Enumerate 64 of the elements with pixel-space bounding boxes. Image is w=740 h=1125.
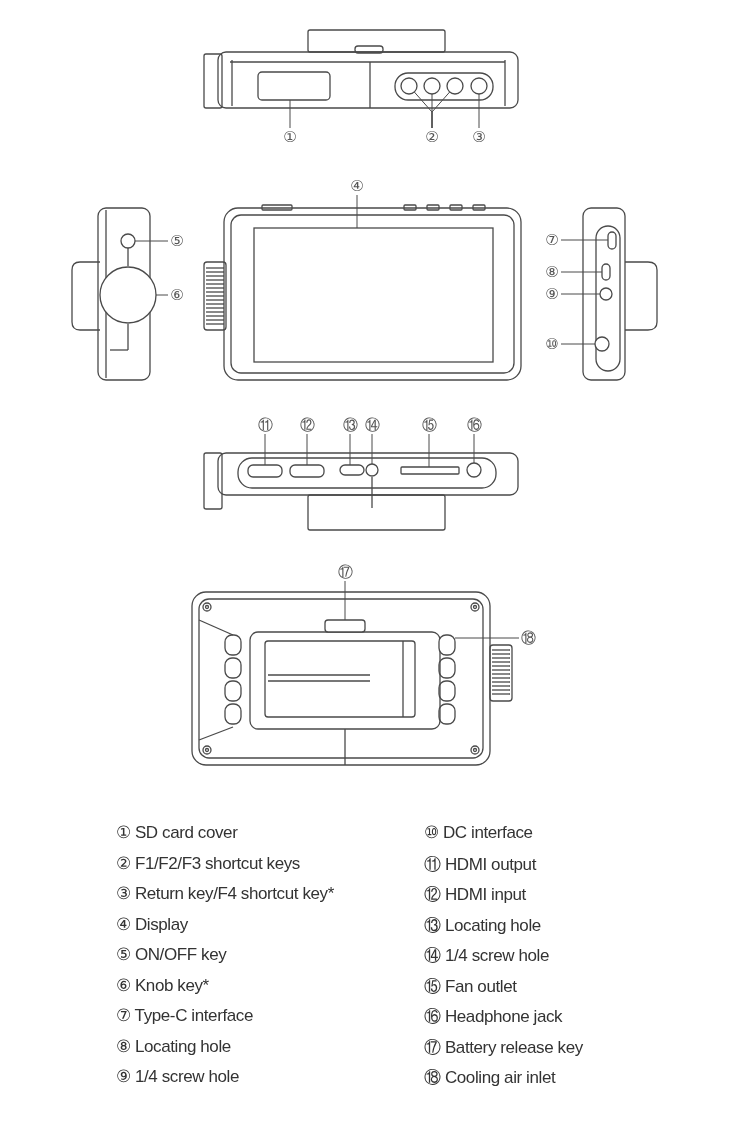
legend-item: ⑮ Fan outlet (424, 975, 517, 998)
leader-line (371, 433, 373, 465)
legend-item: ⑱ Cooling air inlet (424, 1067, 556, 1089)
callout-number: ⑰ (336, 563, 354, 581)
leader-line (344, 580, 346, 621)
shortcut-key (400, 77, 418, 95)
hdmi-port (247, 464, 283, 478)
leader-line (264, 433, 266, 466)
leader-line (289, 99, 291, 129)
leader-line (306, 433, 308, 466)
leader-line (431, 91, 451, 129)
knob (99, 266, 157, 324)
screw-hole (599, 287, 613, 301)
legend-item: ⑭ 1/4 screw hole (424, 945, 549, 967)
legend-item: ⑫ HDMI input (424, 884, 526, 906)
usb-port (607, 231, 617, 250)
leader-line (134, 240, 169, 242)
release-key (324, 619, 366, 633)
legend-item: ⑩ DC interface (424, 822, 533, 843)
leader-line (428, 433, 430, 468)
leader-line (560, 239, 609, 241)
legend-item: ② F1/F2/F3 shortcut keys (116, 852, 300, 874)
legend-item: ⑨ 1/4 screw hole (116, 1066, 239, 1087)
air-vent (438, 634, 456, 656)
display-screen (253, 227, 494, 363)
callout-number: ⑫ (298, 416, 316, 434)
legend-item: ⑧ Locating hole (116, 1035, 231, 1057)
callout-number: ⑭ (363, 416, 381, 434)
locating-hole (339, 464, 365, 476)
screw-hole (365, 463, 379, 477)
leader-line (349, 433, 351, 466)
callout-number: ⑪ (256, 416, 274, 434)
legend-item: ⑥ Knob key* (116, 974, 209, 996)
shortcut-key (423, 77, 441, 95)
power-key (120, 233, 136, 249)
callout-number: ⑱ (519, 629, 537, 647)
leader-line (454, 637, 520, 639)
dc-port (594, 336, 610, 352)
legend-item: ⑤ ON/OFF key (116, 944, 227, 965)
callout-number: ⑮ (420, 416, 438, 434)
leader-line (560, 271, 603, 273)
legend-item: ⑯ Headphone jack (424, 1006, 563, 1028)
legend-item: ① SD card cover (116, 822, 238, 843)
leader-line (356, 194, 358, 229)
callout-number: ⑯ (465, 416, 483, 434)
sd-card-cover (257, 71, 331, 101)
leader-line (478, 93, 480, 129)
fan-grill (400, 466, 460, 475)
leader-line (560, 293, 601, 295)
legend-item: ③ Return key/F4 shortcut key* (116, 883, 334, 904)
leader-line (473, 433, 475, 464)
leader-line (155, 294, 169, 296)
callout-number: ⑬ (341, 416, 359, 434)
headphone-jack (466, 462, 482, 478)
leader-line (560, 343, 596, 345)
legend-item: ⑰ Battery release key (424, 1036, 583, 1059)
legend-item: ⑪ HDMI output (424, 853, 536, 876)
legend-item: ⑦ Type-C interface (116, 1005, 253, 1026)
locating-hole (601, 263, 611, 281)
hdmi-port (289, 464, 325, 478)
return-key (470, 77, 488, 95)
shortcut-key (446, 77, 464, 95)
legend-item: ⑬ Locating hole (424, 914, 541, 937)
legend-item: ④ Display (116, 913, 188, 935)
